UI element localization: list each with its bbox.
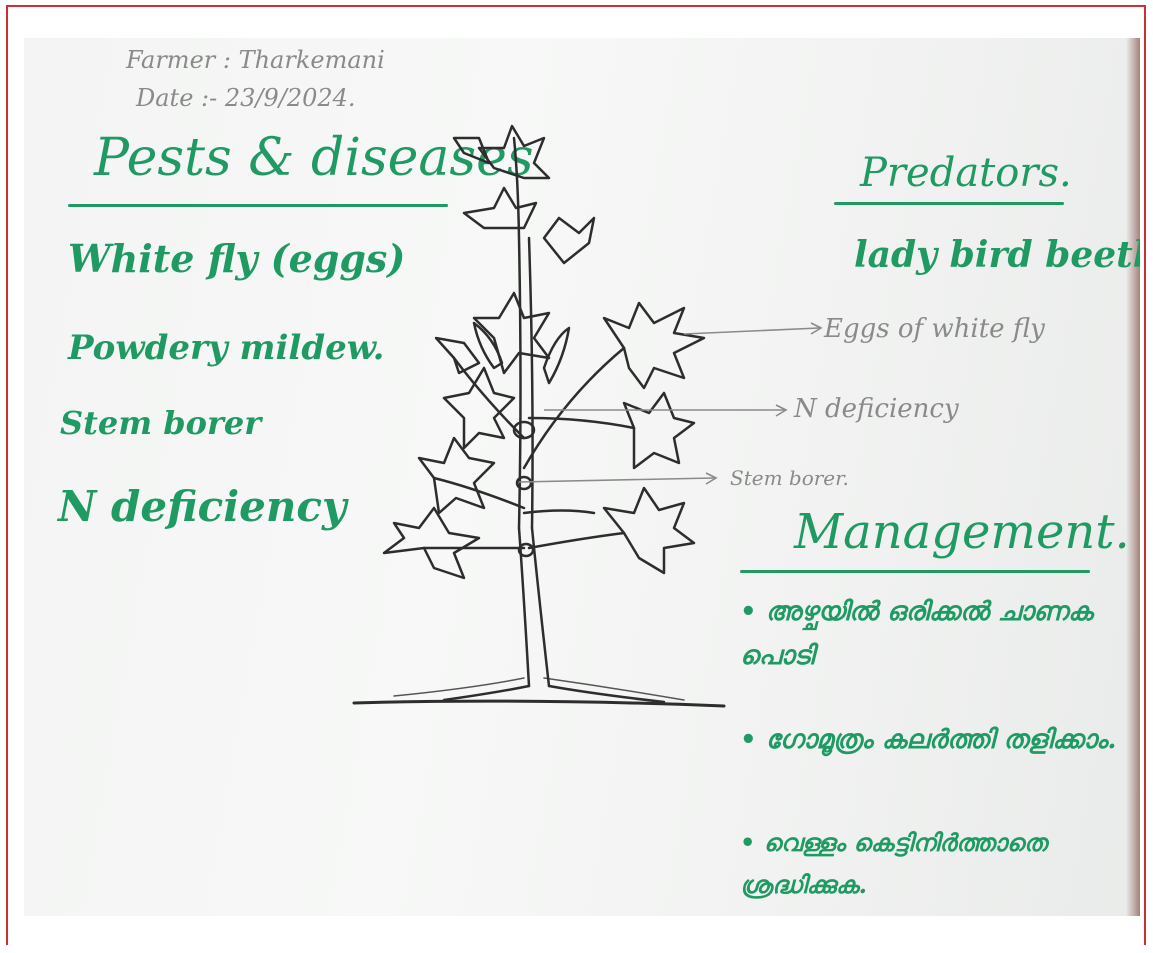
plant-sketch: [24, 38, 1140, 916]
annotation-stem-borer: Stem borer.: [730, 466, 849, 490]
management-item: • ഗോമൂത്രം കലർത്തി തളിക്കാം.: [740, 718, 1130, 762]
management-title-underline: [740, 570, 1090, 573]
management-item: • അഴ്ചയിൽ ഒരിക്കൽ ചാണക പൊടി: [740, 590, 1130, 678]
chart-paper-photo: Farmer : Tharkemani Date :- 23/9/2024. P…: [24, 38, 1140, 916]
annotation-eggs-whitefly: Eggs of white fly: [824, 314, 1045, 344]
annotation-n-deficiency: N deficiency: [794, 394, 959, 424]
management-title: Management.: [794, 504, 1130, 560]
management-item: • വെള്ളം കെട്ടിനിർത്താതെ ശ്രദ്ധിക്കുക.: [740, 822, 1130, 906]
